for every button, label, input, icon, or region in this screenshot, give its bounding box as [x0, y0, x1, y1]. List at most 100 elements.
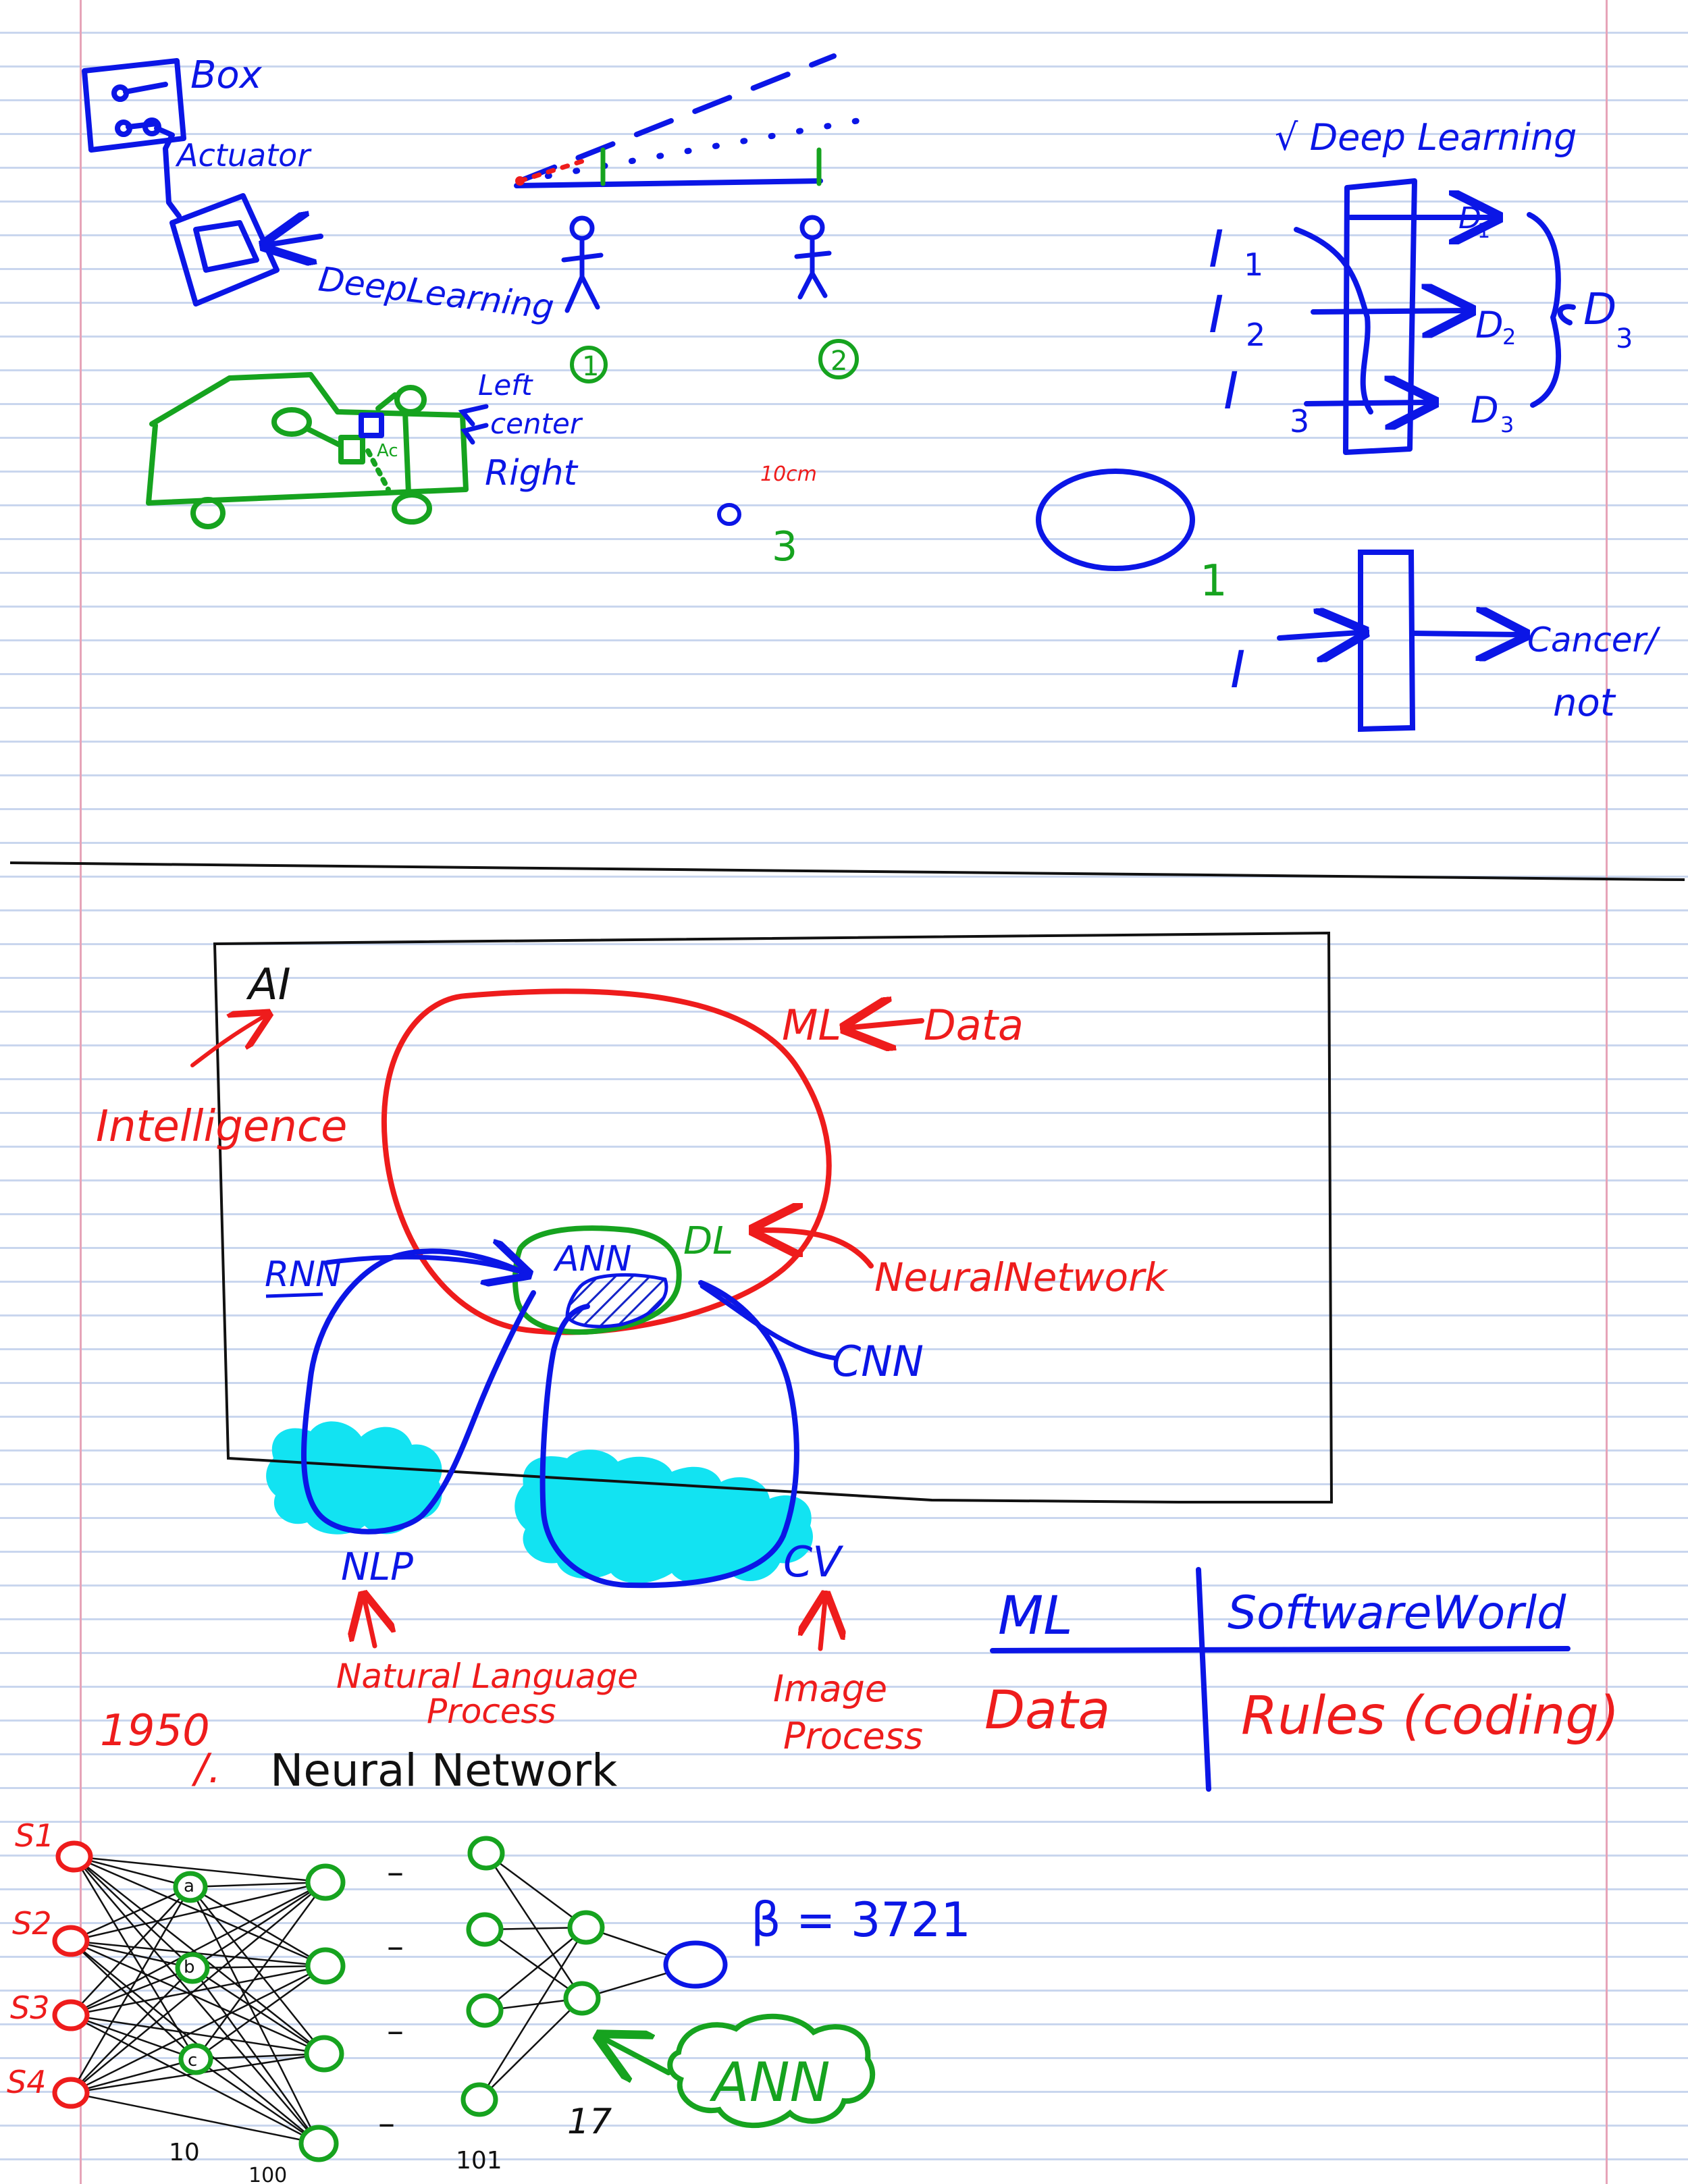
layer4-node-1: [567, 1910, 605, 1945]
ann-label: ANN: [553, 1239, 631, 1279]
hidden-node-1: [173, 1871, 208, 1903]
layer2-node-2: [305, 1947, 346, 1985]
cyan-highlight-nlp: [266, 1421, 442, 1535]
input-node-2: [52, 1925, 90, 1957]
history-slash: /.: [191, 1745, 221, 1792]
data-arrow: [851, 1021, 924, 1028]
layer4-node-2: [563, 1981, 601, 2016]
connection-input-layer2: [70, 2014, 325, 2055]
connection-input-layer2: [74, 1856, 319, 2144]
network-nodes: [52, 1836, 728, 2162]
output-1: D: [1458, 201, 1481, 236]
hidden-label-c: c: [188, 2050, 197, 2071]
dl-circle: [512, 1225, 682, 1335]
data-label: Data: [924, 1001, 1024, 1050]
connection-hidden-layer2: [192, 1967, 325, 2055]
connection-input-hidden: [70, 2014, 196, 2060]
input-label-s3: S3: [10, 1990, 49, 2026]
layer2-node-4: [298, 2125, 339, 2162]
connection-input-layer2: [70, 1965, 326, 2094]
cancer-classifier: [1277, 550, 1519, 733]
layer-ellipsis-dashes: – – – –: [378, 1853, 404, 2143]
single-input: I: [1230, 639, 1245, 699]
comparison-table: [990, 1567, 1571, 1792]
input-1-sub: 1: [1244, 246, 1263, 283]
car-sketch: [146, 372, 469, 529]
combined-output-sub: 3: [1616, 323, 1633, 354]
layer-inputs: I 1 I 2 I 3: [1209, 219, 1309, 440]
connection-input-hidden: [70, 1886, 191, 1942]
layer3-node-4: [460, 2082, 498, 2117]
ml-circle: [381, 988, 832, 1335]
connection-input-layer2: [70, 1882, 326, 2094]
connection-input-layer2: [70, 1881, 326, 2017]
dash-4: –: [378, 2104, 395, 2143]
count-101: 101: [456, 2147, 502, 2175]
input-node-3: [52, 1999, 90, 2031]
dash-1: –: [387, 1853, 404, 1892]
cyan-highlight-cv: [515, 1449, 813, 1583]
right-margin-line: [1606, 0, 1608, 2184]
hidden-node-3: [178, 2043, 213, 2075]
output-2-sub: 2: [1502, 324, 1516, 350]
cv-full-line1: Image: [773, 1668, 887, 1710]
cv-arrow: [820, 1600, 825, 1651]
connection-layer3-layer4: [485, 1853, 583, 1999]
direction-arrows: [458, 404, 489, 445]
cv-full-line2: Process: [783, 1715, 923, 1757]
connection-input-hidden: [70, 1940, 193, 1969]
layer3-node-3: [466, 1993, 504, 2028]
ml-label: ML: [782, 1001, 841, 1050]
input-node-4: [52, 2077, 90, 2109]
input-label-s4: S4: [7, 2064, 46, 2100]
cnn-loop: [539, 1280, 799, 1589]
connection-input-layer2: [74, 1855, 326, 1884]
connection-input-hidden: [70, 1967, 193, 2094]
deep-learning-layer: [1294, 178, 1576, 455]
network-connections: [70, 1852, 696, 2145]
hatched-overlap: [565, 1273, 668, 1329]
rnn-pointer: [325, 1257, 523, 1273]
connection-layer3-layer4: [484, 1928, 583, 2000]
neural-network-label: NeuralNetwork: [874, 1254, 1169, 1300]
rnn-label-underline: [265, 1292, 323, 1298]
nlp-label: NLP: [341, 1545, 413, 1589]
input-3: I: [1223, 361, 1238, 421]
circle-number-1: 1: [1200, 556, 1228, 606]
connection-hidden-layer2: [190, 1881, 326, 1888]
direction-left: Left: [478, 369, 533, 402]
person-1-number: 1: [582, 351, 599, 382]
nlp-full-line1: Natural Language: [336, 1657, 638, 1696]
dash-3: –: [387, 2011, 404, 2050]
output-3: D: [1471, 389, 1499, 431]
output-2: D: [1475, 304, 1504, 346]
ann-cloud-label: ANN: [709, 2051, 830, 2114]
direction-right: Right: [485, 453, 579, 494]
connection-hidden-layer2: [195, 2052, 325, 2060]
connection-input-layer2: [70, 1940, 319, 2144]
software-column-value: Rules (coding): [1241, 1686, 1619, 1747]
input-node-1: [55, 1840, 93, 1873]
history-year: 1950: [100, 1706, 210, 1756]
connection-input-hidden: [70, 1940, 196, 2060]
output-1-sub: 1: [1477, 219, 1490, 243]
connection-layer3-layer4: [485, 1852, 587, 1929]
actuator-label: Actuator: [175, 137, 312, 174]
cnn-pointer: [700, 1283, 839, 1361]
cancer-label: Cancer/: [1527, 620, 1661, 660]
layer-outputs: D 1 D 2 D 3 D 3: [1458, 201, 1633, 437]
layer3-node-2: [466, 1912, 504, 1947]
count-17: 17: [567, 2102, 612, 2142]
left-margin-line: [80, 0, 82, 2184]
cnn-label: CNN: [832, 1337, 924, 1386]
output-3-sub: 3: [1500, 412, 1514, 437]
neural-network-arrow: [760, 1230, 874, 1269]
connection-input-layer2: [70, 1940, 325, 2055]
ann-cloud: [667, 2013, 876, 2129]
connection-input-layer2: [70, 2014, 319, 2145]
connection-hidden-layer2: [195, 1965, 326, 2060]
ml-column-header: ML: [998, 1586, 1073, 1647]
connection-hidden-layer2: [191, 1967, 320, 2144]
connection-hidden-layer2: [189, 1886, 320, 2144]
box-actuator-sketch: [82, 58, 323, 307]
